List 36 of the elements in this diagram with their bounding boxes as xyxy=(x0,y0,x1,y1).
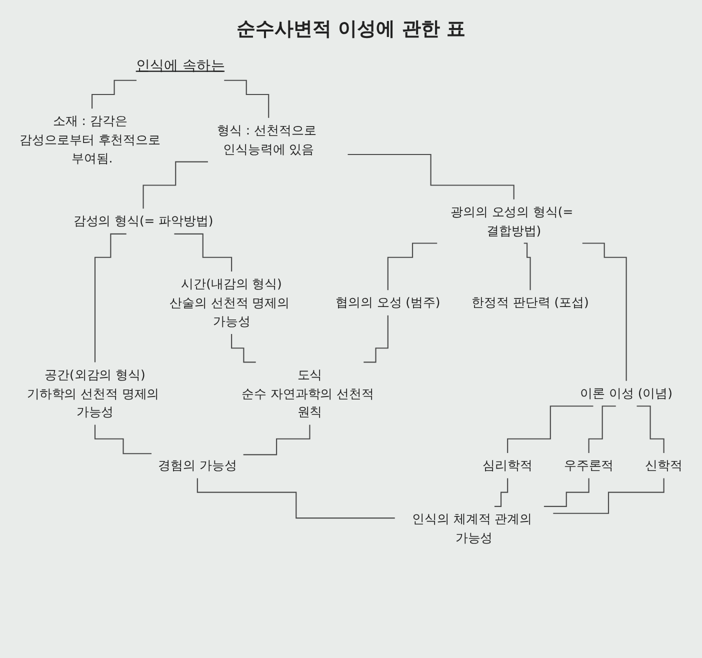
node-text: 경험의 가능성 xyxy=(158,458,237,473)
connector xyxy=(224,80,270,118)
node-text: 소재 : 감각은 감성으로부터 후천적으로 부여됨. xyxy=(20,114,160,166)
diagram-title: 순수사변적 이성에 관한 표 xyxy=(236,17,466,42)
connector xyxy=(94,424,152,454)
node-text: 이론 이성 (이념) xyxy=(580,386,672,401)
node-text: 형식 : 선천적으로 인식능력에 있음 xyxy=(217,122,316,156)
connector xyxy=(553,478,664,514)
node-text: 공간(외감의 형식) 기하학의 선천적 명제의 가능성 xyxy=(26,367,160,420)
node-text: 신학적 xyxy=(645,458,682,473)
connector xyxy=(174,233,232,272)
connector xyxy=(231,334,256,363)
connector xyxy=(348,154,514,200)
node-text: 우주론적 xyxy=(564,458,614,473)
connector xyxy=(92,80,137,110)
connector xyxy=(582,242,627,382)
connector xyxy=(364,314,388,363)
node-text: 인식의 체계적 관계의 가능성 xyxy=(412,511,532,545)
connector xyxy=(142,161,208,210)
node-text: 심리학적 xyxy=(482,458,532,473)
connector xyxy=(243,424,310,456)
node-text: 감성의 형식(= 파악방법) xyxy=(73,214,214,229)
node-text: 광의의 오성의 형식(= 결합방법) xyxy=(450,204,574,238)
connector xyxy=(196,478,395,519)
connector xyxy=(524,242,531,291)
node-text: 시간(내감의 형식) 산술의 선천적 명제의 가능성 xyxy=(170,276,290,329)
connector xyxy=(387,242,438,291)
connector xyxy=(588,406,616,454)
connector xyxy=(636,406,664,454)
connector xyxy=(494,478,508,507)
node-text: 한정적 판단력 (포섭) xyxy=(472,295,589,310)
connector xyxy=(94,233,126,363)
node-text: 도식 순수 자연과학의 선천적 원칙 xyxy=(242,367,374,420)
connector xyxy=(507,406,594,454)
connector xyxy=(544,478,590,507)
node-text: 협의의 오성 (범주) xyxy=(336,295,440,310)
